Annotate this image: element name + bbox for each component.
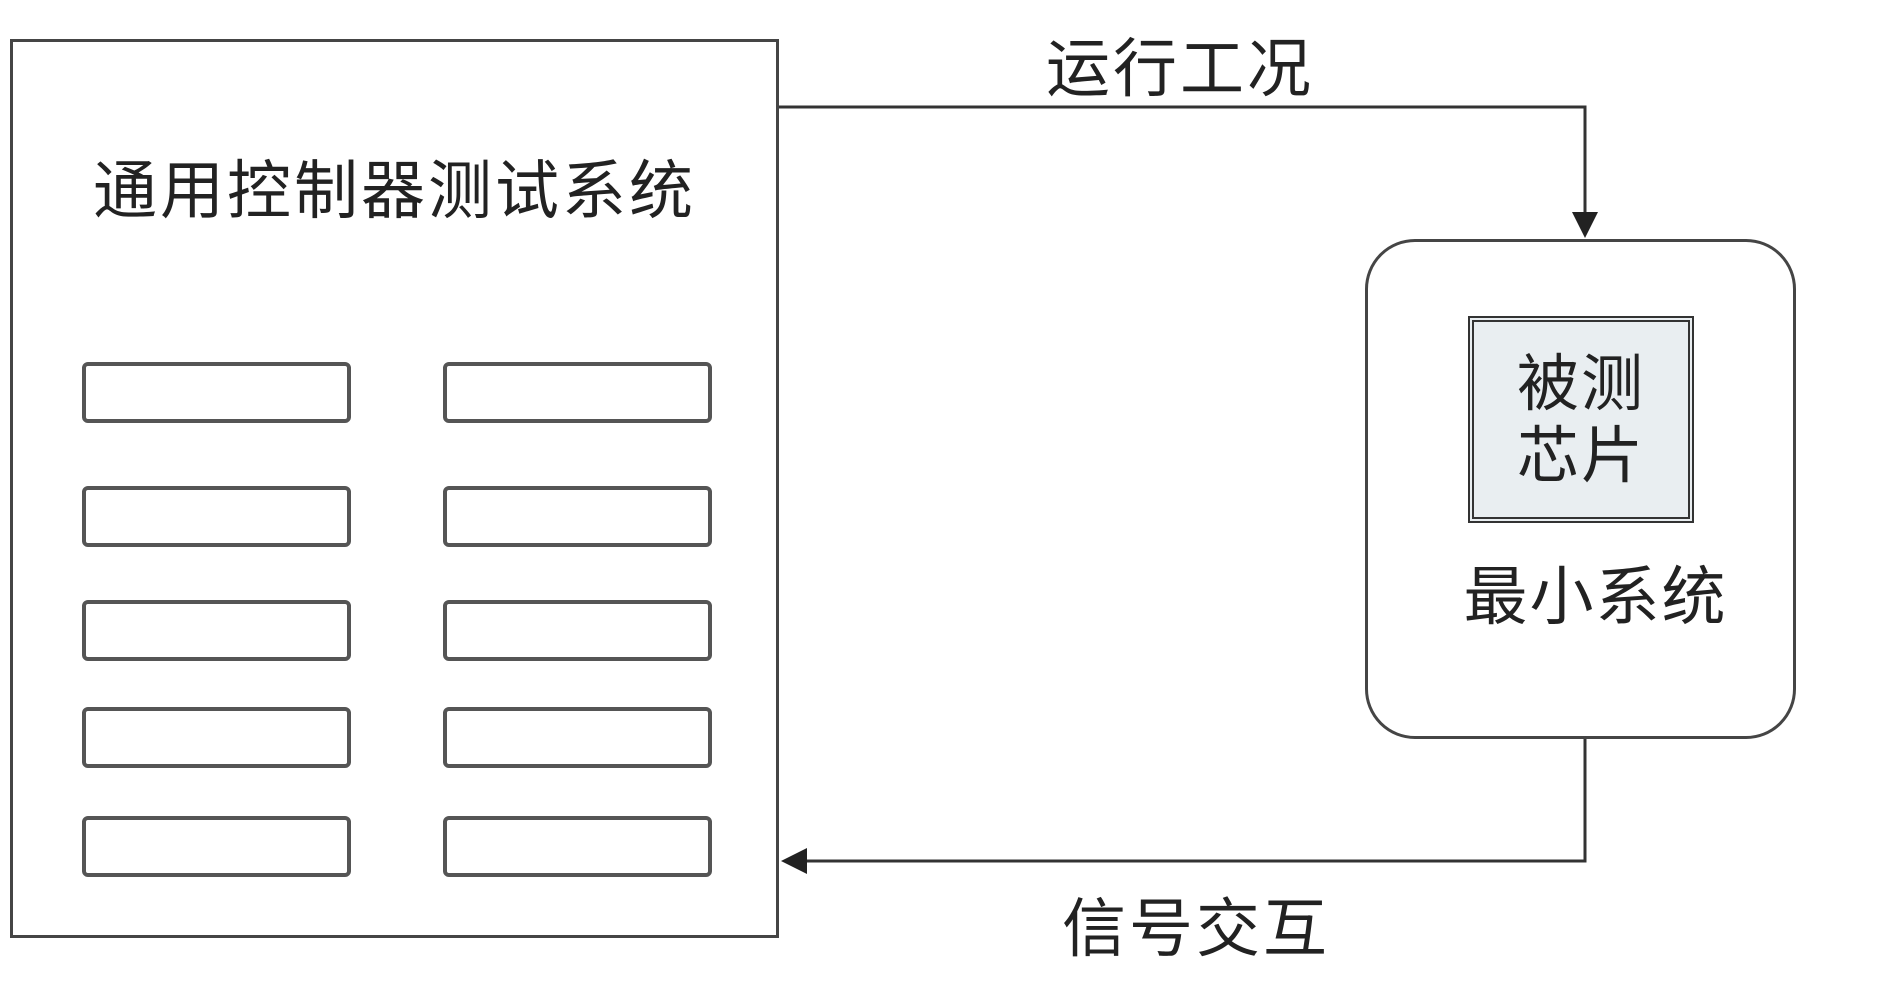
arrow-signal-interaction-line [805,739,1587,863]
arrow-signal-interaction [781,739,1587,874]
module-slot [82,362,351,423]
arrow-down-head [1572,212,1598,238]
chip-label-line-1: 被测 [1516,346,1645,420]
chip-label-line-2: 芯片 [1516,418,1645,492]
module-slot [443,362,712,423]
module-slot [443,707,712,768]
arrow-operating-conditions-line [779,105,1587,214]
module-slot [82,707,351,768]
operating-conditions-label: 运行工况 [1046,33,1314,107]
module-slot [443,486,712,547]
module-slot [82,600,351,661]
test-system-title: 通用控制器测试系统 [93,155,696,229]
minimal-system-box: 被测 芯片 最小系统 [1365,239,1796,739]
module-slot [82,486,351,547]
module-slot [82,816,351,877]
arrow-operating-conditions [779,105,1598,238]
module-slot [443,816,712,877]
module-slot [443,600,712,661]
chip-under-test-box: 被测 芯片 [1468,316,1694,523]
signal-interaction-label: 信号交互 [1062,893,1330,967]
arrow-left-head [781,848,807,874]
minimal-system-label: 最小系统 [1463,561,1728,635]
test-system-box: 通用控制器测试系统 [10,39,779,938]
